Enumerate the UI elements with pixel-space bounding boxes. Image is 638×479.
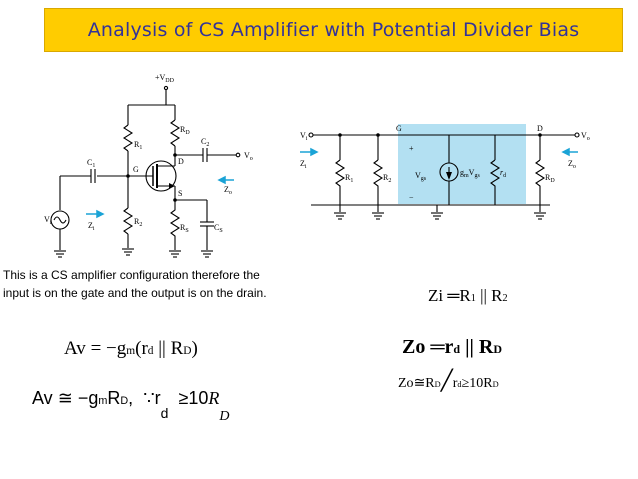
zoa-RD-sub: D	[434, 380, 441, 389]
r1-label: R1	[134, 140, 142, 151]
ava-R: R	[208, 388, 220, 408]
zoa-rd-sub: d	[457, 380, 462, 389]
drain-label: D	[178, 157, 184, 166]
eq-drain-label: D	[537, 124, 543, 133]
c1-label: C1	[87, 158, 95, 169]
eq-gate-label: G	[396, 124, 402, 133]
eq-r1-label: R1	[345, 173, 353, 184]
eq-vgs-label: Vgs	[415, 171, 427, 182]
ava-RD-sub: D	[120, 395, 129, 407]
ava-lhs: Av	[32, 388, 53, 408]
rd-label: RD	[180, 125, 190, 136]
zi-r2-sub: 2	[502, 293, 508, 304]
zi-r2: R	[491, 286, 503, 305]
zo-rd: r	[444, 336, 454, 358]
cs-label: CS	[214, 223, 223, 234]
av-paren-close: )	[191, 338, 198, 359]
r2-label: R2	[134, 217, 142, 228]
eq-zi-label: Zi	[300, 159, 307, 170]
ava-comma: ,	[128, 388, 134, 408]
zo-lhs: Zo	[402, 336, 426, 358]
zoa-slash: ╱	[440, 370, 453, 392]
zi-r1: R	[459, 286, 471, 305]
eq-minus-sign: −	[409, 193, 414, 202]
zi-lhs: Zi	[428, 286, 444, 305]
ava-r-sub: d	[160, 405, 169, 421]
description-line-2: input is on the gate and the output is o…	[3, 286, 267, 300]
av-RD-sub: D	[183, 345, 192, 357]
ava-gm-sub: m	[98, 395, 108, 407]
ava-ge: ≥	[178, 388, 189, 408]
zo-RD-sub: D	[493, 342, 503, 356]
zoa-cond: ≥10R	[461, 376, 493, 391]
ava-ten: 10	[188, 388, 209, 408]
eq-vo-label: Vo	[581, 131, 590, 142]
zo-par: ||	[465, 336, 474, 358]
eq-zo-label: Zo	[568, 159, 576, 170]
eq-r2-label: R2	[383, 173, 391, 184]
av-lhs: Av	[64, 338, 86, 359]
av-rd-sub: d	[147, 345, 154, 357]
ava-R-sub: D	[219, 409, 230, 424]
zoa-rd: r	[452, 376, 458, 391]
vo-label: Vo	[244, 151, 253, 162]
title-banner: Analysis of CS Amplifier with Potential …	[44, 8, 623, 52]
zi-rel: ═	[447, 286, 460, 305]
description-text: This is a CS amplifier configuration the…	[3, 266, 338, 302]
zi-equation: Zi ═R1 || R2	[428, 286, 508, 306]
av-gm-sub: m	[126, 345, 136, 357]
zoa-RD: R	[425, 376, 435, 391]
eq-plus-sign: +	[409, 144, 414, 153]
zi-par: ||	[480, 286, 487, 305]
av-paren-open: (r	[135, 338, 148, 359]
zi-r1-sub: 1	[470, 293, 476, 304]
av-rhs: −g	[106, 338, 127, 359]
zo-RD: R	[478, 336, 494, 358]
zoa-cond-sub: D	[492, 380, 499, 389]
equivalent-shade	[398, 124, 526, 204]
ava-RD: R	[107, 388, 121, 408]
description-line-1: This is a CS amplifier configuration the…	[3, 268, 260, 282]
gate-label: G	[133, 165, 139, 174]
ava-rel: ≅	[57, 388, 73, 408]
zo-approx-equation: Zo≅RD╱rd≥10RD	[398, 368, 499, 393]
av-equation: Av = −gm(rd || RD)	[64, 338, 198, 360]
vdd-label: +VDD	[155, 73, 175, 84]
c2-label: C2	[201, 137, 209, 148]
zo-equation: Zo ═rd || RD	[402, 336, 502, 359]
zi-label: Zi	[88, 221, 95, 232]
eq-source-label: gmVgs	[460, 168, 480, 179]
zo-rel: ═	[430, 336, 445, 358]
av-rel: =	[90, 338, 102, 359]
zoa-lhs: Zo	[398, 376, 414, 391]
rs-label: RS	[180, 223, 189, 234]
av-approx-equation: Av ≅ −gmRD, ∵rd ≥10RD	[32, 388, 230, 424]
eq-rd-small-label: rd	[500, 168, 506, 179]
vi-label: Vi	[44, 215, 52, 226]
ava-rhs: −g	[77, 388, 99, 408]
av-par: ||	[158, 338, 166, 359]
ava-because: ∵	[143, 388, 155, 408]
zoa-rel: ≅	[413, 376, 426, 391]
zo-rd-sub: d	[453, 342, 461, 356]
source-label: S	[178, 189, 182, 198]
ava-r: r	[154, 388, 161, 408]
av-RD: R	[170, 338, 184, 359]
eq-vi-label: Vi	[300, 131, 308, 142]
zo-label: Zo	[224, 185, 232, 196]
eq-rd-label: RD	[545, 173, 555, 184]
slide-title: Analysis of CS Amplifier with Potential …	[87, 19, 580, 41]
